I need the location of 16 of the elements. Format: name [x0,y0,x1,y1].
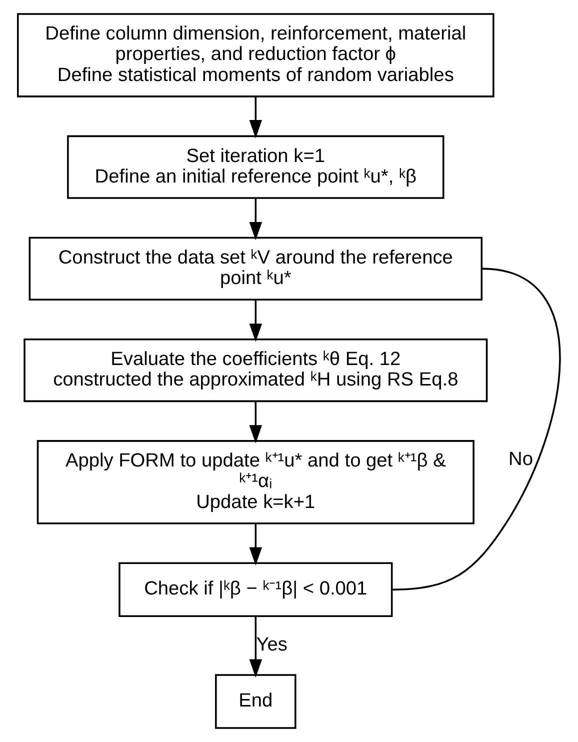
node-box: Construct the data set ᵏV around the reference point ᵏu* [28,236,483,300]
edge-label: Yes [256,634,288,656]
node-box: Define column dimension, reinforcement, material properties, and reduction factor ϕ Define statistical moments of random variables [17,13,494,98]
node-box: Check if |ᵏβ − ᵏ⁻¹β| < 0.001 [118,562,393,617]
arrow [249,300,262,342]
arrow [249,96,262,138]
node-box: Set iteration k=1 Define an initial reference point ᵏu*, ᵏβ [67,135,444,199]
arrow [249,402,262,444]
node-box: Evaluate the coefficients ᵏθ Eq. 12 constructed the approximated ᵏH using RS Eq.8 [24,338,488,402]
connector [392,268,561,590]
arrow [249,198,262,240]
arrow [249,616,262,678]
edge-label: No [508,449,533,470]
node-box: Apply FORM to update ᵏ⁺¹u* and to get ᵏ⁺¹β & ᵏ⁺¹αᵢ Update k=k+1 [36,440,474,524]
arrow [249,524,262,566]
node-box: End [215,674,296,729]
